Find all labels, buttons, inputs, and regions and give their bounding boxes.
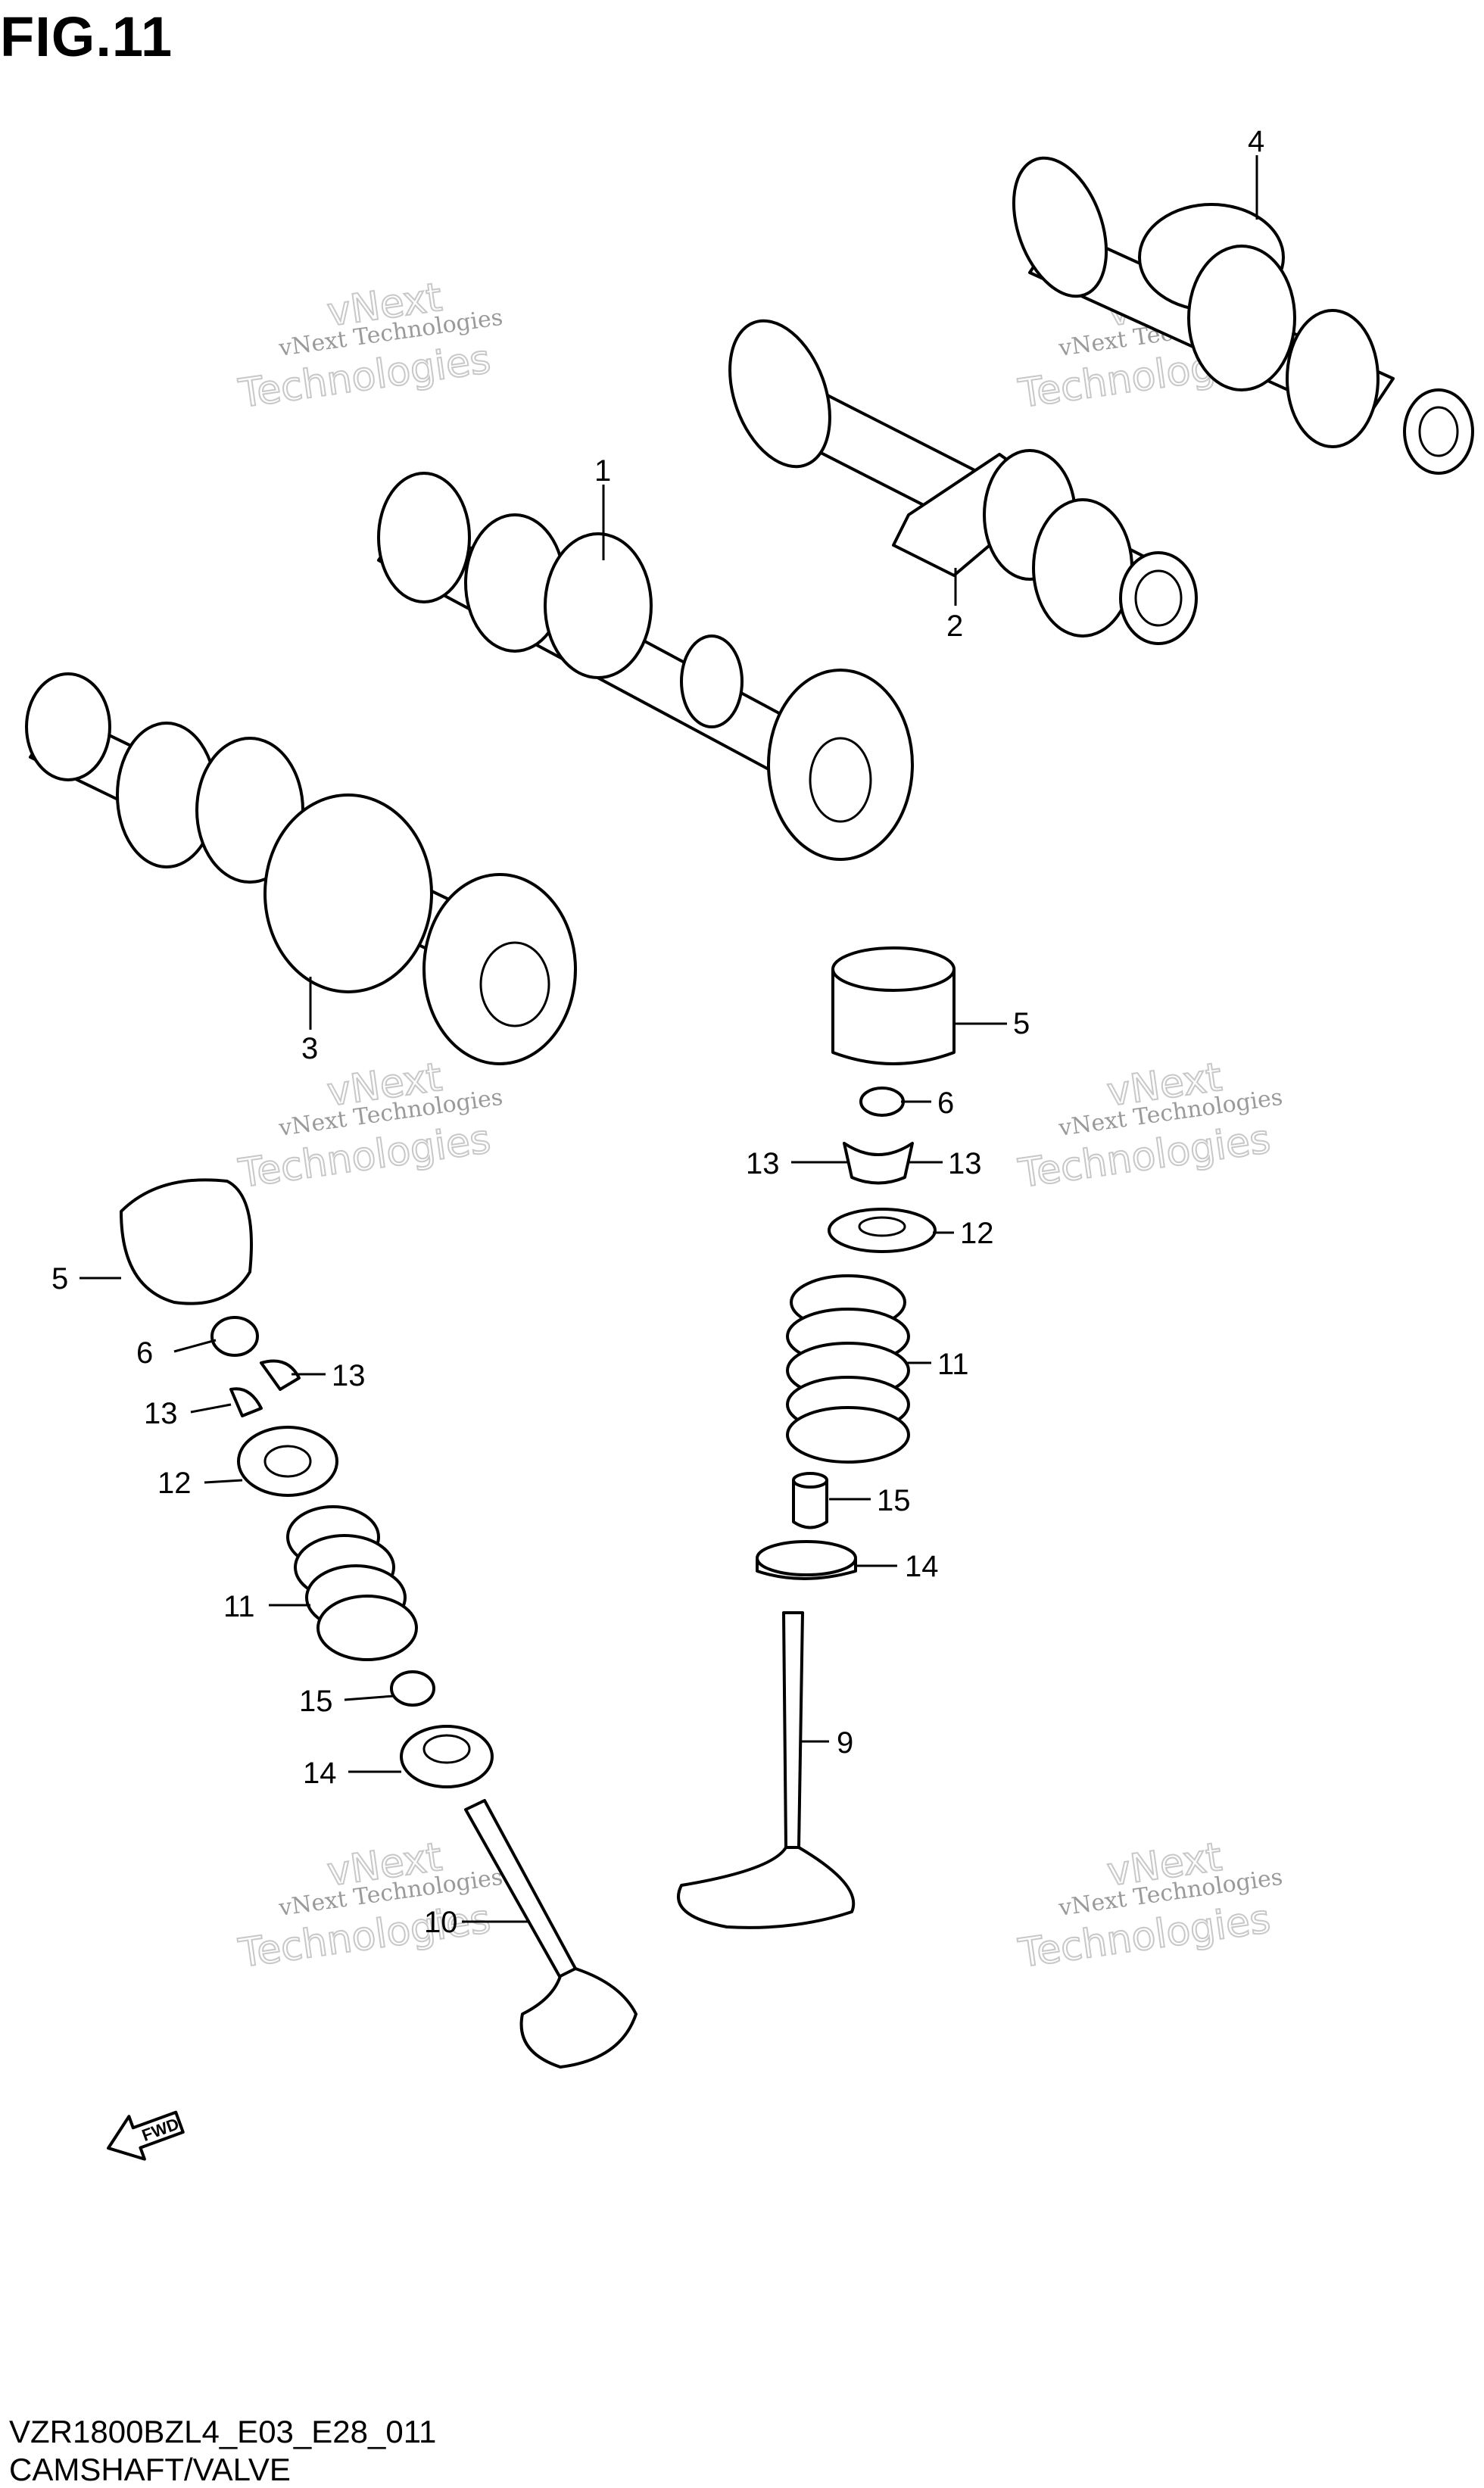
callout-5-right: 5 (1013, 1007, 1030, 1040)
callout-12-left: 12 (157, 1467, 192, 1500)
callout-2: 2 (946, 610, 963, 643)
callout-numbers: 1 2 3 4 5 6 13 13 12 11 15 14 9 5 6 13 1… (51, 125, 1264, 1939)
callout-6-right: 6 (937, 1087, 954, 1120)
callout-13-left-b: 13 (144, 1397, 178, 1430)
callout-12-right: 12 (960, 1217, 994, 1250)
camshaft-1 (377, 472, 914, 861)
camshaft-3 (25, 672, 577, 1065)
callout-11-right: 11 (937, 1348, 969, 1381)
valve-assembly-right (677, 946, 956, 1929)
callout-13-left-a: 13 (332, 1359, 366, 1392)
callout-4: 4 (1248, 125, 1264, 158)
valve-spring-left (286, 1505, 418, 1661)
callout-13-right-b: 13 (948, 1147, 982, 1180)
callout-5-left: 5 (51, 1262, 68, 1295)
camshaft-4 (1012, 156, 1474, 475)
callout-14-left: 14 (303, 1757, 337, 1790)
callout-13-right-a: 13 (746, 1147, 780, 1180)
figure-title: FIG.11 (0, 5, 173, 68)
valve-assembly-left (120, 1178, 638, 2069)
callout-1: 1 (594, 454, 611, 488)
callout-10: 10 (424, 1906, 458, 1939)
figure-name: CAMSHAFT/VALVE (9, 2452, 291, 2487)
callout-9: 9 (837, 1726, 853, 1760)
callout-15-left: 15 (299, 1685, 333, 1718)
callout-3: 3 (301, 1032, 318, 1065)
callout-15-right: 15 (877, 1484, 911, 1517)
valve-spring-right (786, 1274, 910, 1464)
fwd-direction-arrow: FWD (107, 2110, 185, 2161)
callout-11-left: 11 (223, 1590, 255, 1623)
leader-lines (80, 155, 1258, 1923)
figure-code: VZR1800BZL4_E03_E28_011 (9, 2414, 437, 2449)
callout-14-right: 14 (905, 1550, 939, 1583)
callout-6-left: 6 (136, 1336, 153, 1370)
camshaft-2 (728, 319, 1198, 645)
